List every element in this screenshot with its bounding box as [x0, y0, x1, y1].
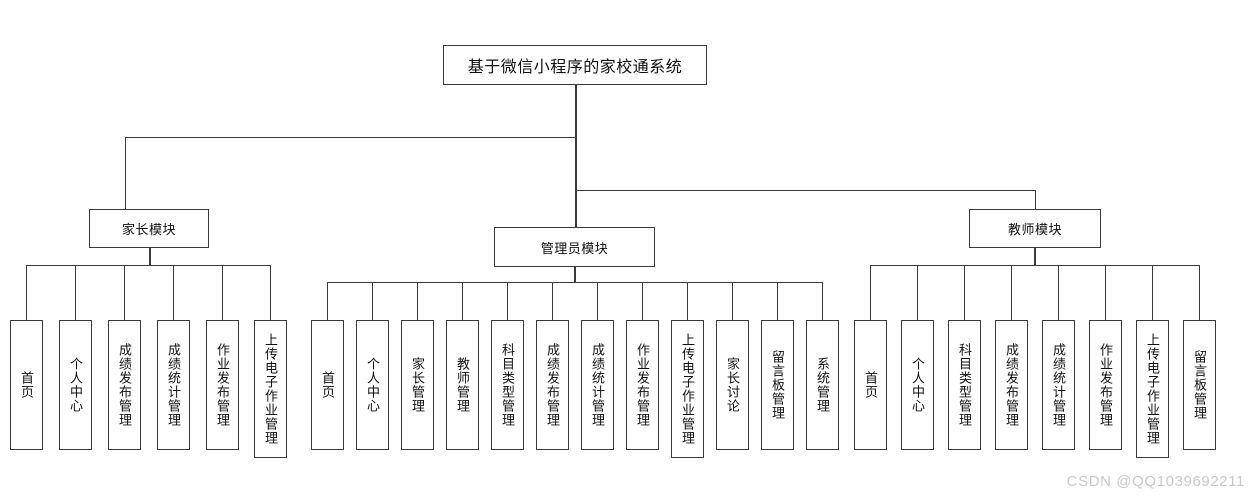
leaf-label: 上传电子作业管理 [680, 333, 696, 445]
leaf-label: 科目类型管理 [500, 343, 516, 427]
leaf-label: 个人中心 [365, 357, 381, 413]
drop-teacher-1 [917, 265, 918, 320]
node-module-teacher-label: 教师模块 [1007, 222, 1062, 237]
drop-admin-1 [372, 282, 373, 320]
leaf-label: 个人中心 [910, 357, 926, 413]
node-module-parent[interactable]: 家长模块 [89, 209, 209, 248]
leaf-label: 家长讨论 [725, 357, 741, 413]
leaf-teacher-5[interactable]: 作业发布管理 [1089, 320, 1122, 450]
leaf-label: 教师管理 [455, 357, 471, 413]
leaf-parent-5[interactable]: 上传电子作业管理 [254, 320, 287, 458]
drop-admin-2 [417, 282, 418, 320]
drop-admin-5 [552, 282, 553, 320]
drop-teacher-3 [1011, 265, 1012, 320]
leaf-label: 科目类型管理 [957, 343, 973, 427]
leaf-label: 成绩统计管理 [590, 343, 606, 427]
leaf-parent-4[interactable]: 作业发布管理 [206, 320, 239, 450]
drop-parent-3 [173, 265, 174, 320]
connector-root-to-teacher-v [1035, 190, 1036, 209]
drop-parent-4 [222, 265, 223, 320]
csdn-watermark: CSDN @QQ1039692211 [1066, 473, 1245, 490]
drop-admin-0 [327, 282, 328, 320]
connector-root-trunk [575, 85, 577, 227]
drop-parent-0 [26, 265, 27, 320]
drop-admin-11 [822, 282, 823, 320]
leaf-label: 个人中心 [68, 357, 84, 413]
leaf-label: 首页 [19, 371, 35, 399]
leaf-label: 首页 [863, 371, 879, 399]
leaf-teacher-7[interactable]: 留言板管理 [1183, 320, 1216, 450]
node-root[interactable]: 基于微信小程序的家校通系统 [443, 45, 707, 85]
leaf-admin-11[interactable]: 系统管理 [806, 320, 839, 450]
node-root-label: 基于微信小程序的家校通系统 [467, 59, 683, 76]
drop-parent-2 [124, 265, 125, 320]
leaf-admin-2[interactable]: 家长管理 [401, 320, 434, 450]
node-module-teacher[interactable]: 教师模块 [969, 209, 1101, 248]
leaf-admin-9[interactable]: 家长讨论 [716, 320, 749, 450]
leaf-teacher-4[interactable]: 成绩统计管理 [1042, 320, 1075, 450]
drop-teacher-4 [1058, 265, 1059, 320]
connector-parent-bus [26, 265, 270, 266]
connector-parent-stem [149, 248, 151, 265]
leaf-label: 留言板管理 [770, 350, 786, 420]
leaf-label: 成绩发布管理 [545, 343, 561, 427]
leaf-teacher-2[interactable]: 科目类型管理 [948, 320, 981, 450]
leaf-label: 家长管理 [410, 357, 426, 413]
leaf-label: 上传电子作业管理 [263, 333, 279, 445]
leaf-label: 作业发布管理 [1098, 343, 1114, 427]
drop-parent-1 [75, 265, 76, 320]
leaf-parent-0[interactable]: 首页 [10, 320, 43, 450]
leaf-admin-5[interactable]: 成绩发布管理 [536, 320, 569, 450]
leaf-parent-1[interactable]: 个人中心 [59, 320, 92, 450]
node-module-parent-label: 家长模块 [121, 222, 176, 237]
leaf-label: 留言板管理 [1192, 350, 1208, 420]
leaf-admin-1[interactable]: 个人中心 [356, 320, 389, 450]
leaf-admin-6[interactable]: 成绩统计管理 [581, 320, 614, 450]
leaf-label: 作业发布管理 [635, 343, 651, 427]
leaf-parent-3[interactable]: 成绩统计管理 [157, 320, 190, 450]
drop-admin-7 [642, 282, 643, 320]
leaf-label: 成绩统计管理 [1051, 343, 1067, 427]
node-module-admin-label: 管理员模块 [540, 240, 609, 256]
connector-admin-bus [327, 282, 822, 283]
connector-teacher-bus [870, 265, 1199, 266]
connector-root-to-teacher-h [575, 190, 1036, 191]
leaf-label: 成绩发布管理 [1004, 343, 1020, 427]
leaf-teacher-1[interactable]: 个人中心 [901, 320, 934, 450]
leaf-admin-7[interactable]: 作业发布管理 [626, 320, 659, 450]
connector-admin-stem [574, 267, 576, 282]
drop-teacher-2 [964, 265, 965, 320]
leaf-label: 成绩发布管理 [117, 343, 133, 427]
leaf-parent-2[interactable]: 成绩发布管理 [108, 320, 141, 450]
leaf-admin-3[interactable]: 教师管理 [446, 320, 479, 450]
drop-admin-6 [597, 282, 598, 320]
leaf-label: 系统管理 [815, 357, 831, 413]
drop-admin-4 [507, 282, 508, 320]
leaf-teacher-3[interactable]: 成绩发布管理 [995, 320, 1028, 450]
drop-teacher-0 [870, 265, 871, 320]
drop-admin-9 [732, 282, 733, 320]
drop-admin-8 [687, 282, 688, 320]
drop-admin-3 [462, 282, 463, 320]
connector-root-to-parent-v [125, 137, 126, 209]
connector-teacher-stem [1034, 248, 1036, 265]
leaf-label: 成绩统计管理 [166, 343, 182, 427]
drop-parent-5 [270, 265, 271, 320]
leaf-admin-8[interactable]: 上传电子作业管理 [671, 320, 704, 458]
drop-teacher-7 [1199, 265, 1200, 320]
drop-admin-10 [777, 282, 778, 320]
leaf-teacher-6[interactable]: 上传电子作业管理 [1136, 320, 1169, 458]
leaf-admin-0[interactable]: 首页 [311, 320, 344, 450]
leaf-label: 上传电子作业管理 [1145, 333, 1161, 445]
leaf-teacher-0[interactable]: 首页 [854, 320, 887, 450]
connector-root-to-parent-h [125, 137, 576, 138]
leaf-admin-10[interactable]: 留言板管理 [761, 320, 794, 450]
node-module-admin[interactable]: 管理员模块 [494, 227, 655, 267]
leaf-label: 作业发布管理 [215, 343, 231, 427]
leaf-admin-4[interactable]: 科目类型管理 [491, 320, 524, 450]
drop-teacher-5 [1105, 265, 1106, 320]
leaf-label: 首页 [320, 371, 336, 399]
drop-teacher-6 [1152, 265, 1153, 320]
